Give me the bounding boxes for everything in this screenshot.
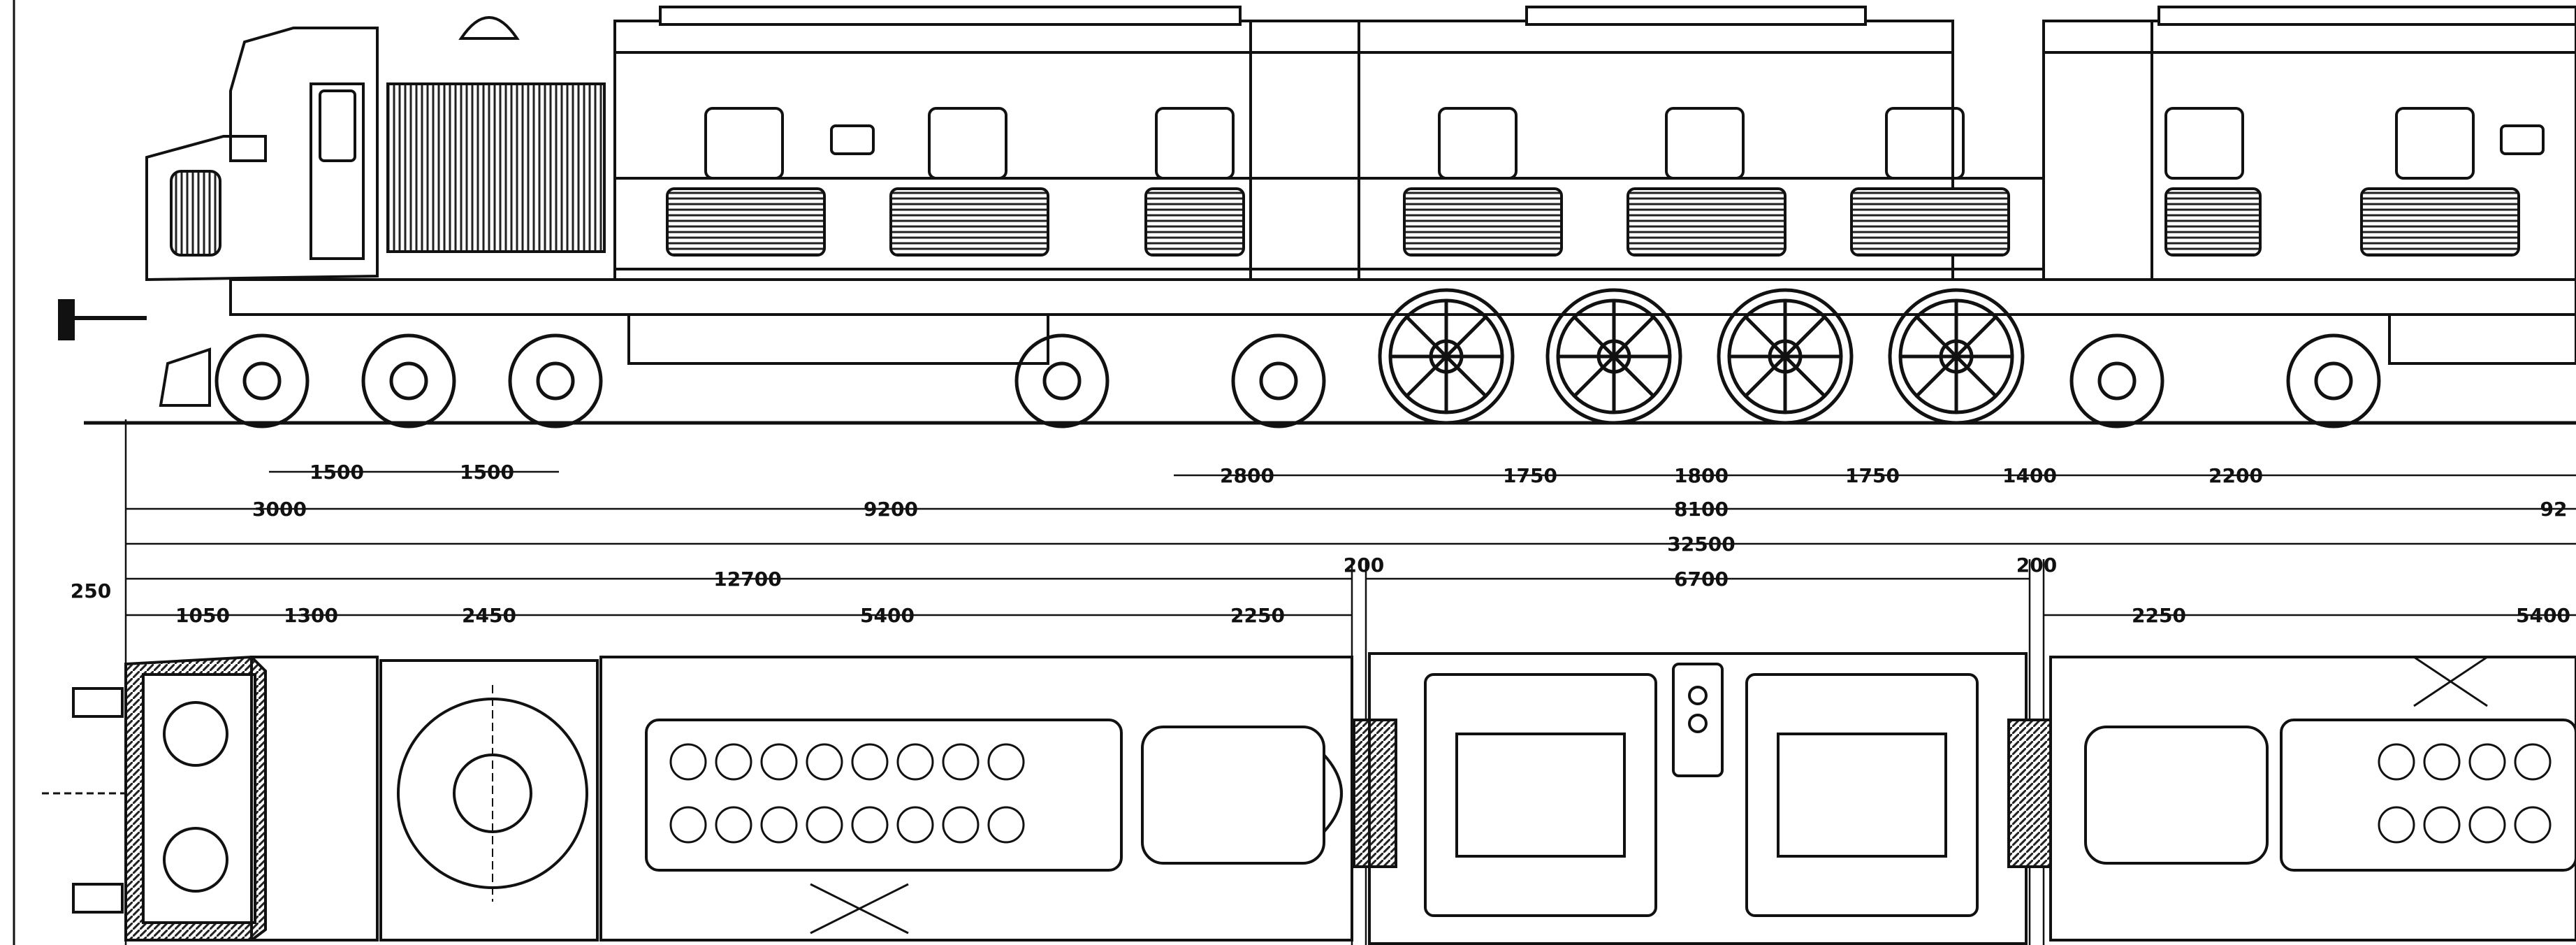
dim-bogie-to-drive: 2800 bbox=[1220, 464, 1274, 487]
engine-cylinders bbox=[669, 743, 1025, 844]
dim-drive-1: 1750 bbox=[1503, 464, 1557, 487]
dim-bogie-pivot-spacing: 9200 bbox=[864, 498, 918, 521]
dim-edge-cut: 92 bbox=[2540, 498, 2568, 521]
dim-plan-2: 1300 bbox=[284, 604, 338, 627]
louvre-panels bbox=[666, 187, 2520, 257]
side-windows bbox=[704, 107, 2545, 180]
dim-plan-6: 2250 bbox=[2132, 604, 2186, 627]
roof-hatch-3 bbox=[2157, 6, 2576, 26]
gangway-left bbox=[1353, 719, 1397, 868]
drive-wheels bbox=[1378, 288, 2025, 425]
dim-plan-4: 5400 bbox=[860, 604, 915, 627]
generator bbox=[1141, 726, 1325, 865]
underframe bbox=[229, 278, 2576, 316]
cab-dome bbox=[458, 16, 520, 40]
nose-window bbox=[170, 170, 221, 257]
dim-bogie-axle-2: 1500 bbox=[460, 461, 514, 484]
dim-plan-overhang: 250 bbox=[71, 579, 111, 603]
snowplough bbox=[159, 347, 211, 407]
fan-compartment bbox=[379, 659, 599, 942]
dim-drive-2: 1800 bbox=[1674, 464, 1729, 487]
dim-front-overhang: 3000 bbox=[252, 498, 307, 521]
gangway-right bbox=[2007, 719, 2052, 868]
plan-buffer-top bbox=[72, 687, 124, 718]
buffer bbox=[58, 299, 75, 340]
dim-middle-body: 6700 bbox=[1674, 568, 1729, 591]
plan-view bbox=[42, 652, 2576, 945]
roof-hatch-1 bbox=[659, 6, 1242, 26]
dimension-labels: 1500 1500 3000 9200 2800 1750 1800 1750 … bbox=[71, 461, 2570, 627]
dim-drive-unit-total: 8100 bbox=[1674, 498, 1729, 521]
dim-plan-3: 2450 bbox=[462, 604, 516, 627]
roof-hatch-2 bbox=[1525, 6, 1867, 26]
dim-drive-3: 1750 bbox=[1845, 464, 1900, 487]
nose-grille bbox=[386, 82, 606, 253]
dim-drive-to-bogie: 1400 bbox=[2002, 464, 2057, 487]
rear-engine-cylinders bbox=[2378, 743, 2552, 844]
rear-generator bbox=[2084, 726, 2269, 865]
body-section-3 bbox=[2042, 20, 2576, 316]
engine-compartment bbox=[599, 656, 1353, 942]
dim-bogie-axle-1: 1500 bbox=[310, 461, 364, 484]
dim-overall-length: 32500 bbox=[1667, 533, 1735, 556]
cab-window bbox=[319, 89, 356, 162]
diesel-engine bbox=[645, 719, 1123, 872]
dim-half-body: 12700 bbox=[713, 568, 781, 591]
centre-pivot bbox=[1672, 663, 1724, 777]
cab-seat-1 bbox=[163, 701, 228, 767]
dim-plan-7: 5400 bbox=[2516, 604, 2570, 627]
body-section-1 bbox=[613, 20, 1954, 316]
dim-plan-1: 1050 bbox=[175, 604, 230, 627]
cab-seat-2 bbox=[163, 827, 228, 893]
plan-buffer-bottom bbox=[72, 883, 124, 914]
bogie-wheels bbox=[214, 333, 2381, 428]
rear-engine-compartment bbox=[2049, 656, 2576, 942]
dim-plan-5: 2250 bbox=[1230, 604, 1285, 627]
dim-gap-left: 200 bbox=[1344, 554, 1384, 577]
rear-diesel-engine bbox=[2280, 719, 2576, 872]
dim-gap-right: 200 bbox=[2016, 554, 2057, 577]
dim-rear-bogie: 2200 bbox=[2208, 464, 2263, 487]
side-elevation bbox=[58, 6, 2576, 428]
